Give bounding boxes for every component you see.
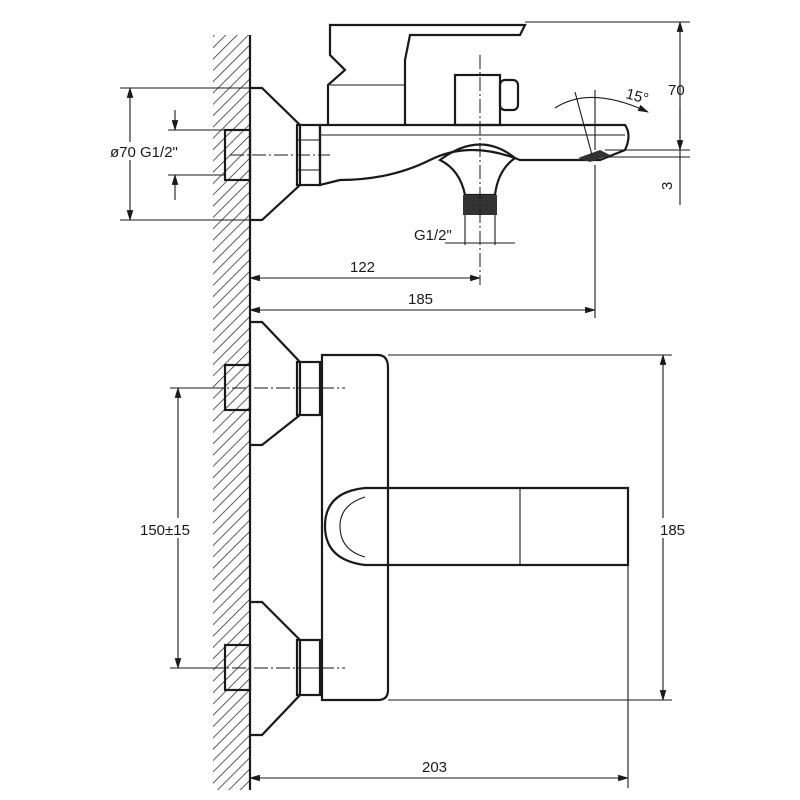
outlet-thread-dim: G1/2" bbox=[414, 227, 452, 244]
height-dim-70: 70 bbox=[668, 82, 685, 99]
center-distance-dim: 150±15 bbox=[140, 522, 190, 539]
angle-dim: 15° bbox=[624, 85, 650, 107]
front-view: 150±15 185 203 bbox=[138, 320, 695, 788]
offset-dim-3: 3 bbox=[659, 182, 676, 190]
depth-dim: 185 bbox=[408, 291, 433, 308]
top-view: 70 3 15° ø70 G1/2" G1/2" 122 185 bbox=[108, 20, 690, 318]
wall bbox=[213, 35, 252, 790]
flange-dim: ø70 G1/2" bbox=[110, 144, 178, 161]
front-height-dim: 185 bbox=[660, 522, 685, 539]
width-dim: 203 bbox=[422, 759, 447, 776]
outlet-distance-dim: 122 bbox=[350, 259, 375, 276]
